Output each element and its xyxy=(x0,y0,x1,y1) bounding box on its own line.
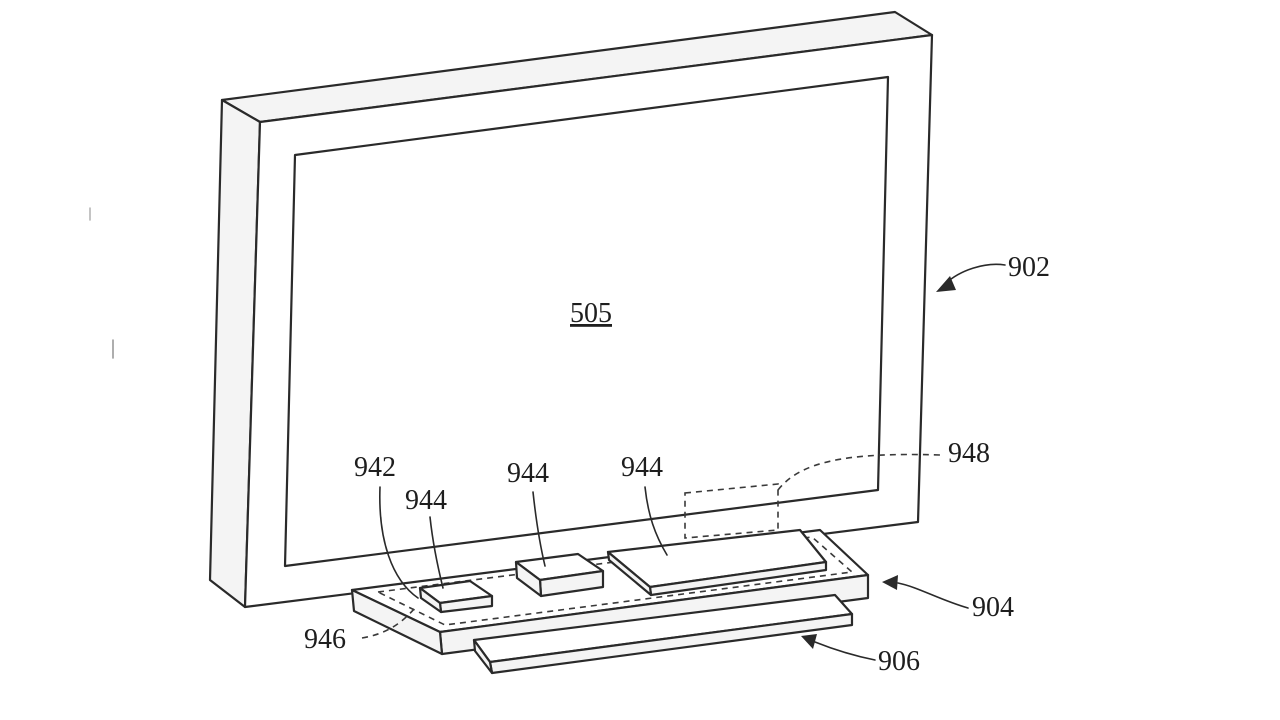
label-942: 942 xyxy=(354,452,396,483)
hidden-region-leader xyxy=(777,453,941,491)
label-904: 904 xyxy=(972,592,1014,623)
bottom-plate-left xyxy=(472,638,494,675)
leader-lines xyxy=(361,263,1006,661)
arrowhead-904 xyxy=(882,575,898,590)
label-946: 946 xyxy=(304,624,346,655)
leader-906 xyxy=(814,641,876,661)
label-944-large: 944 xyxy=(621,452,663,483)
leader-944-small xyxy=(429,516,444,589)
leader-904 xyxy=(897,582,969,609)
screen-label: 505 xyxy=(570,298,612,329)
label-902: 902 xyxy=(1008,252,1050,283)
arrowhead-906 xyxy=(801,634,817,649)
label-944-middle: 944 xyxy=(507,458,549,489)
component-large xyxy=(606,528,828,597)
display-screen xyxy=(283,75,890,568)
hidden-region-outline xyxy=(684,483,779,539)
leader-946 xyxy=(361,607,416,639)
base-tray-left xyxy=(350,588,444,656)
hidden-region xyxy=(684,453,941,539)
leader-944-large xyxy=(644,486,668,556)
bottom-plate xyxy=(472,593,854,675)
arrowhead-902 xyxy=(936,276,956,292)
component-small xyxy=(418,579,494,614)
label-944-small: 944 xyxy=(405,485,447,516)
component-middle xyxy=(514,552,605,598)
monitor xyxy=(208,10,934,609)
leader-902 xyxy=(944,263,1006,285)
leader-942 xyxy=(379,486,419,599)
label-948: 948 xyxy=(948,438,990,469)
label-906: 906 xyxy=(878,646,920,677)
leader-944-middle xyxy=(532,491,546,567)
